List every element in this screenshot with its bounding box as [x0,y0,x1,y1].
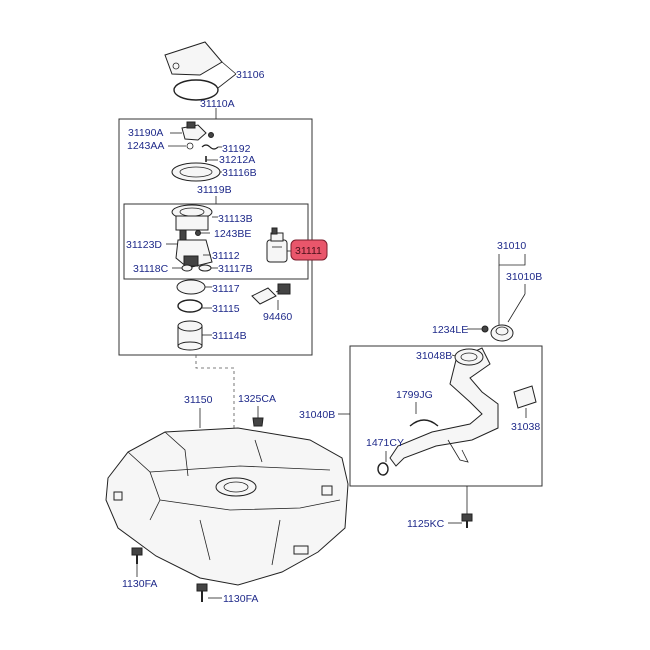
fuel-tank[interactable] [105,427,349,586]
bolt-1130FA-left[interactable] [131,547,143,564]
label-31010B[interactable]: 31010B [506,271,542,283]
label-31112[interactable]: 31112 [212,250,240,262]
label-94460[interactable]: 94460 [263,311,292,323]
label-31110A[interactable]: 31110A [200,98,235,110]
bolt-1130FA-bottom[interactable] [196,583,208,602]
label-31115[interactable]: 31115 [212,303,240,315]
label-31118C[interactable]: 31118C [133,263,169,275]
label-1125KC[interactable]: 1125KC [407,518,445,530]
part-31117B[interactable] [198,264,212,272]
label-31117B[interactable]: 31117B [218,263,253,275]
cover-gasket[interactable] [173,79,219,101]
label-1130FA-a[interactable]: 1130FA [122,578,157,590]
label-31212A[interactable]: 31212A [219,154,255,166]
part-31112[interactable] [175,239,213,269]
bolt-1125KC[interactable] [461,513,473,528]
label-1130FA-b[interactable]: 1130FA [223,593,258,605]
label-31192[interactable]: 31192 [222,143,251,155]
part-1799JG[interactable] [409,419,439,427]
label-31113B[interactable]: 31113B [218,213,253,225]
part-31116B[interactable] [171,162,221,182]
label-31116B[interactable]: 31116B [222,167,257,179]
filler-neck-box [349,345,543,487]
part-31190A[interactable] [181,121,214,141]
label-31150[interactable]: 31150 [184,394,213,406]
part-31111-fuel-pump[interactable] [266,227,288,263]
label-31048B[interactable]: 31048B [416,350,452,362]
label-31119B[interactable]: 31119B [197,184,232,196]
label-31106[interactable]: 31106 [236,69,265,81]
label-31010[interactable]: 31010 [497,240,526,252]
bolt-1325CA[interactable] [252,417,264,427]
cover-plate[interactable] [164,41,223,76]
label-1243AA[interactable]: 1243AA [127,140,164,152]
part-31038[interactable] [513,385,537,409]
label-31117[interactable]: 31117 [212,283,240,295]
highlight-31111[interactable]: 31111 [290,239,328,261]
label-31040B[interactable]: 31040B [299,409,335,421]
label-31123D[interactable]: 31123D [126,239,162,251]
part-31115[interactable] [177,299,203,313]
label-31190A[interactable]: 31190A [128,127,163,139]
label-31114B[interactable]: 31114B [212,330,247,342]
label-1471CY[interactable]: 1471CY [366,437,404,449]
part-94460[interactable] [251,283,291,305]
label-31111[interactable]: 31111 [295,245,322,257]
label-1799JG[interactable]: 1799JG [396,389,433,401]
part-31113B[interactable] [171,204,213,247]
part-1471CY[interactable] [377,462,389,476]
part-31117[interactable] [176,279,206,295]
filler-neck-pipe[interactable] [389,347,499,467]
label-1325CA[interactable]: 1325CA [238,393,276,405]
label-31038[interactable]: 31038 [511,421,540,433]
label-1234LE[interactable]: 1234LE [432,324,468,336]
part-31192[interactable] [201,144,219,150]
module-box [118,118,313,356]
part-31114B[interactable] [177,320,203,351]
label-1243BE[interactable]: 1243BE [214,228,251,240]
fuel-filler-cap[interactable] [490,324,514,342]
